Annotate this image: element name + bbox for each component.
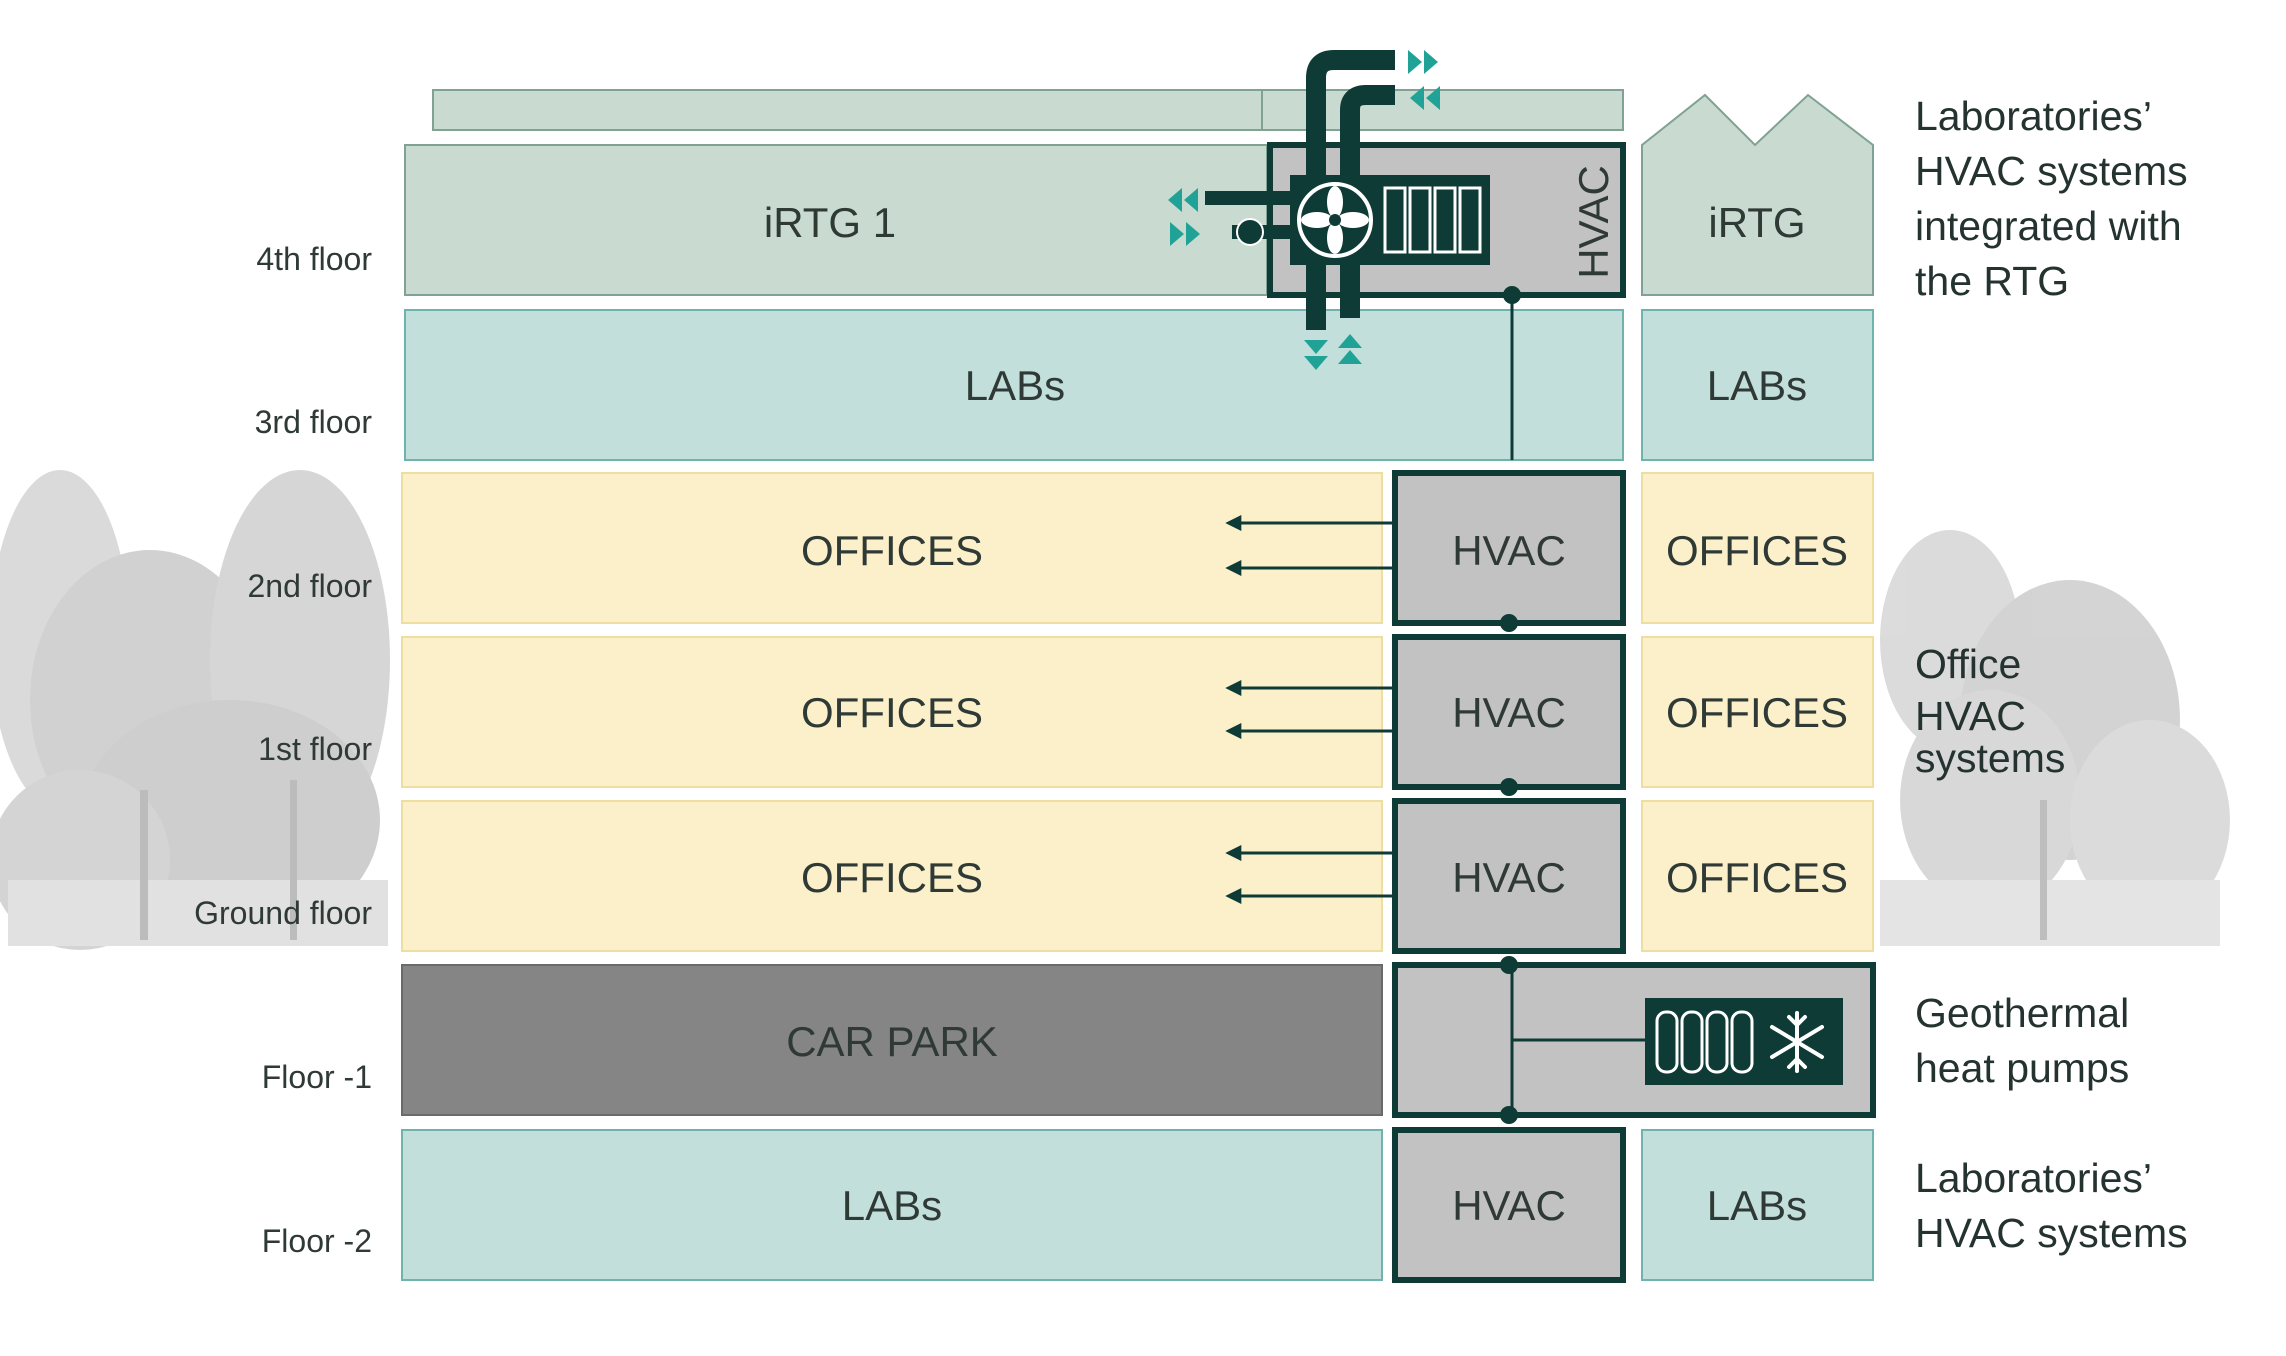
label-irtg-side: iRTG (1708, 199, 1805, 246)
office-supply-arrows (1225, 515, 1395, 904)
filter-coil-icon (1383, 186, 1482, 254)
room-hvac-b2 (1392, 1127, 1626, 1283)
label-offices-1st-main: OFFICES (801, 689, 983, 736)
room-offices-ground-side (1641, 800, 1874, 952)
room-offices-ground-main (401, 800, 1383, 952)
room-labs-3rd-side (1641, 309, 1874, 461)
room-labs-b2-side (1641, 1129, 1874, 1281)
air-handling-unit (1205, 50, 1490, 330)
label-car-park: CAR PARK (786, 1018, 998, 1065)
label-irtg1: iRTG 1 (764, 199, 896, 246)
room-offices-2nd-main (401, 472, 1383, 624)
annotation-lab-hvac-line1: Laboratories’ (1915, 1155, 2152, 1201)
floor-label-b1: Floor -1 (262, 1059, 372, 1095)
room-irtg-side (1641, 93, 1874, 296)
floor-label-2nd: 2nd floor (247, 568, 372, 604)
label-labs-3rd-main: LABs (965, 362, 1065, 409)
room-offices-2nd-side (1641, 472, 1874, 624)
floor-label-ground: Ground floor (194, 895, 372, 931)
label-labs-b2-side: LABs (1707, 1182, 1807, 1229)
annotations: Laboratories’ HVAC systems integrated wi… (1915, 93, 2188, 1256)
label-hvac-1st: HVAC (1452, 689, 1566, 736)
annotation-lab-hvac-line2: HVAC systems (1915, 1210, 2188, 1256)
annotation-lab-rtg-line1: Laboratories’ (1915, 93, 2152, 139)
room-car-park (401, 964, 1383, 1116)
room-hvac-ground (1392, 798, 1626, 954)
label-hvac-ground: HVAC (1452, 854, 1566, 901)
room-labels: iRTG 1 HVAC iRTG LABs LABs OFFICES HVAC … (764, 165, 1848, 1229)
label-offices-2nd-main: OFFICES (801, 527, 983, 574)
room-hvac-2nd (1392, 470, 1626, 626)
heat-pump-unit (1645, 998, 1843, 1085)
annotation-lab-rtg-line4: the RTG (1915, 258, 2069, 304)
floor-label-3rd: 3rd floor (255, 404, 373, 440)
annotation-geothermal-line2: heat pumps (1915, 1045, 2129, 1091)
annotation-lab-rtg-line3: integrated with (1915, 203, 2182, 249)
room-hvac-1st (1392, 634, 1626, 790)
floor-label-b2: Floor -2 (262, 1223, 372, 1259)
label-hvac-roof: HVAC (1570, 165, 1617, 279)
hvac-riser-lines (1510, 295, 1645, 1115)
room-labs-b2-main (401, 1129, 1383, 1281)
annotation-geothermal-line1: Geothermal (1915, 990, 2129, 1036)
annotation-office-hvac-line3: systems (1915, 735, 2065, 781)
floor-labels: 4th floor 3rd floor 2nd floor 1st floor … (194, 241, 372, 1259)
annotation-office-hvac-line2: HVAC (1915, 693, 2026, 739)
annotation-office-hvac-line1: Office (1915, 641, 2021, 687)
label-offices-2nd-side: OFFICES (1666, 527, 1848, 574)
trees-right-illustration (1880, 530, 2230, 946)
room-irtg1 (404, 144, 1268, 296)
airflow-arrows (1168, 50, 1440, 370)
room-offices-1st-main (401, 636, 1383, 788)
label-hvac-2nd: HVAC (1452, 527, 1566, 574)
label-offices-1st-side: OFFICES (1666, 689, 1848, 736)
connection-nodes (1500, 286, 1521, 1124)
room-offices-1st-side (1641, 636, 1874, 788)
room-labs-3rd-main (404, 309, 1624, 461)
label-hvac-b2: HVAC (1452, 1182, 1566, 1229)
label-offices-ground-main: OFFICES (801, 854, 983, 901)
trees-left-illustration (0, 470, 390, 950)
small-fan-icon (1236, 218, 1264, 246)
floor-label-1st: 1st floor (258, 731, 372, 767)
label-labs-3rd-side: LABs (1707, 362, 1807, 409)
roof-slab (432, 89, 1624, 131)
label-offices-ground-side: OFFICES (1666, 854, 1848, 901)
label-labs-b2-main: LABs (842, 1182, 942, 1229)
floor-label-4th: 4th floor (256, 241, 372, 277)
annotation-lab-rtg-line2: HVAC systems (1915, 148, 2188, 194)
snowflake-icon (1770, 1011, 1824, 1073)
